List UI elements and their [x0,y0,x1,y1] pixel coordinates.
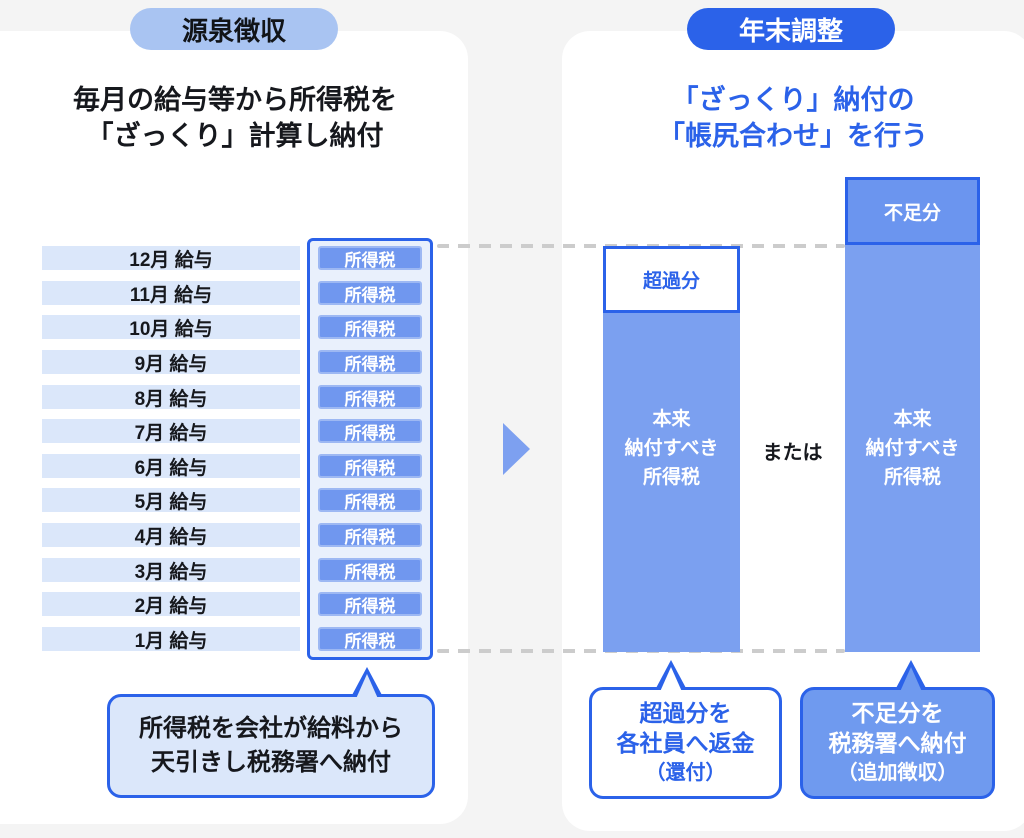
callout-pointer-icon [351,667,383,701]
income-tax-column-frame [307,238,433,660]
income-tax-box: 所得税 [318,315,422,339]
salary-row-mar: 3月 給与 [42,558,300,583]
salary-row-jul: 7月 給与 [42,419,300,444]
withholding-title-line2: 「ざっくり」計算し納付 [86,121,384,151]
salary-row-jun: 6月 給与 [42,454,300,479]
right-arrow-icon [503,423,530,475]
withholding-callout-line2: 天引きし税務署へ納付 [151,749,391,776]
adjustment-title-line2: 「帳尻合わせ」を行う [658,121,928,151]
year-end-adjustment-badge: 年末調整 [687,8,895,50]
or-label: または [762,442,823,464]
due-tax-bar-label: 本来 納付すべき 所得税 [845,405,980,492]
bar-label-line3: 所得税 [883,467,941,488]
income-tax-box: 所得税 [318,523,422,547]
withholding-callout-line1: 所得税を会社が給料から [139,715,403,742]
income-tax-box: 所得税 [318,350,422,374]
bar-label-line1: 本来 [893,409,932,430]
salary-row-oct: 10月 給与 [42,315,300,340]
bar-label-line2: 納付すべき [865,438,960,459]
salary-row-dec: 12月 給与 [42,246,300,271]
salary-row-aug: 8月 給与 [42,385,300,410]
income-tax-box: 所得税 [318,281,422,305]
salary-row-nov: 11月 給与 [42,281,300,306]
pay-callout-line3: （追加徴収） [837,762,958,784]
income-tax-box: 所得税 [318,558,422,582]
shortfall-amount-box: 不足分 [845,177,980,245]
salary-row-feb: 2月 給与 [42,592,300,617]
salary-row-apr: 4月 給与 [42,523,300,548]
bar-label-line1: 本来 [652,409,691,430]
excess-amount-box: 超過分 [603,246,740,313]
callout-pointer-icon [895,660,927,694]
withholding-explanation-callout: 所得税を会社が給料から 天引きし税務署へ納付 [107,667,435,798]
income-tax-box: 所得税 [318,385,422,409]
refund-callout: 超過分を 各社員へ返金 （還付） [589,660,782,799]
withholding-title-line1: 毎月の給与等から所得税を [73,85,397,115]
adjustment-title-line1: 「ざっくり」納付の [671,85,915,115]
income-tax-box: 所得税 [318,488,422,512]
withholding-title: 毎月の給与等から所得税を 「ざっくり」計算し納付 [20,82,450,154]
pay-callout-line2: 税務署へ納付 [828,730,967,756]
salary-row-may: 5月 給与 [42,488,300,513]
income-tax-box: 所得税 [318,246,422,270]
income-tax-box: 所得税 [318,419,422,443]
pay-callout-line1: 不足分を [851,700,944,726]
bar-label-line2: 納付すべき [624,438,719,459]
salary-row-jan: 1月 給与 [42,627,300,652]
income-tax-box: 所得税 [318,454,422,478]
refund-callout-line2: 各社員へ返金 [616,730,755,756]
due-tax-bar-refund-case [603,313,740,652]
salary-row-sep: 9月 給与 [42,350,300,375]
income-tax-box: 所得税 [318,592,422,616]
withholding-badge: 源泉徴収 [130,8,338,50]
refund-callout-line3: （還付） [645,762,726,784]
income-tax-box: 所得税 [318,627,422,651]
bar-label-line3: 所得税 [642,467,700,488]
refund-callout-line1: 超過分を [639,700,732,726]
due-tax-bar-additional-case [845,245,980,652]
due-tax-bar-label: 本来 納付すべき 所得税 [603,405,740,492]
additional-payment-callout: 不足分を 税務署へ納付 （追加徴収） [800,660,995,799]
callout-pointer-icon [655,660,687,694]
adjustment-title: 「ざっくり」納付の 「帳尻合わせ」を行う [578,82,1008,154]
